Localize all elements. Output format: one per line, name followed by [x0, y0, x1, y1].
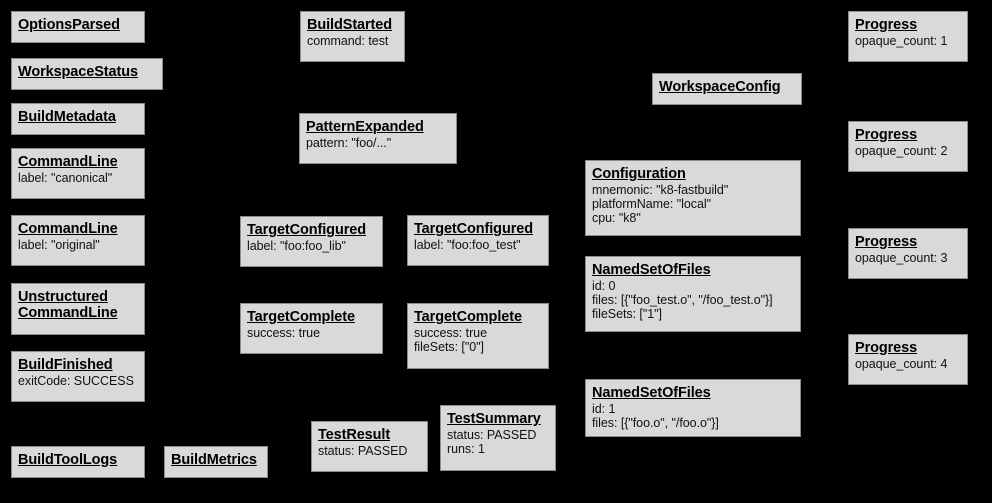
event-node-fields: opaque_count: 1 — [855, 34, 948, 49]
event-node[interactable]: BuildMetrics — [164, 446, 268, 478]
event-node-fields: mnemonic: "k8-fastbuild" platformName: "… — [592, 183, 729, 226]
event-node-title: CommandLine — [18, 154, 118, 170]
event-node-fields: status: PASSED runs: 1 — [447, 428, 537, 457]
event-node-fields: id: 0 files: [{"foo_test.o", "/foo_test.… — [592, 279, 773, 322]
event-node-title: WorkspaceStatus — [18, 64, 138, 80]
event-node-title: TargetConfigured — [247, 222, 366, 238]
event-node-fields: label: "foo:foo_test" — [414, 238, 521, 253]
event-node-title: TargetComplete — [414, 309, 522, 325]
event-node-title: TargetConfigured — [414, 221, 533, 237]
event-node-title: Configuration — [592, 166, 686, 182]
event-node-fields: command: test — [307, 34, 389, 49]
event-node-title: NamedSetOfFiles — [592, 262, 711, 278]
event-node-fields: success: true fileSets: ["0"] — [414, 326, 487, 355]
event-node-title: NamedSetOfFiles — [592, 385, 711, 401]
event-node-title: TestResult — [318, 427, 391, 443]
event-node-fields: opaque_count: 3 — [855, 251, 948, 266]
event-node-fields: opaque_count: 2 — [855, 144, 948, 159]
event-node-fields: exitCode: SUCCESS — [18, 374, 134, 389]
event-node-fields: label: "canonical" — [18, 171, 113, 186]
event-node-title: WorkspaceConfig — [659, 79, 781, 95]
event-node-title: BuildToolLogs — [18, 452, 118, 468]
event-node-title: CommandLine — [18, 221, 118, 237]
event-node-title: Progress — [855, 17, 918, 33]
event-node-fields: label: "foo:foo_lib" — [247, 239, 346, 254]
event-node-title: TestSummary — [447, 411, 541, 427]
event-node-title: BuildFinished — [18, 357, 113, 373]
event-node[interactable]: WorkspaceConfig — [652, 73, 802, 105]
event-node-fields: label: "original" — [18, 238, 100, 253]
event-node-title: Progress — [855, 127, 918, 143]
event-node-fields: id: 1 files: [{"foo.o", "/foo.o"}] — [592, 402, 719, 431]
event-node-title: OptionsParsed — [18, 17, 120, 33]
event-node-title: Unstructured CommandLine — [18, 289, 118, 322]
event-node[interactable]: OptionsParsed — [11, 11, 145, 43]
event-node[interactable]: BuildMetadata — [11, 103, 145, 135]
event-node-title: PatternExpanded — [306, 119, 424, 135]
event-node[interactable]: BuildToolLogs — [11, 446, 145, 478]
event-node-fields: opaque_count: 4 — [855, 357, 948, 372]
event-node-title: TargetComplete — [247, 309, 355, 325]
event-node-title: BuildMetrics — [171, 452, 257, 468]
event-node-title: Progress — [855, 234, 918, 250]
event-node[interactable]: WorkspaceStatus — [11, 58, 163, 90]
event-node-title: BuildStarted — [307, 17, 393, 33]
event-node-fields: pattern: "foo/..." — [306, 136, 392, 151]
event-node-title: Progress — [855, 340, 918, 356]
event-node-fields: success: true — [247, 326, 320, 341]
event-node-fields: status: PASSED — [318, 444, 408, 459]
event-node[interactable]: Unstructured CommandLine — [11, 283, 145, 335]
event-node-title: BuildMetadata — [18, 109, 116, 125]
